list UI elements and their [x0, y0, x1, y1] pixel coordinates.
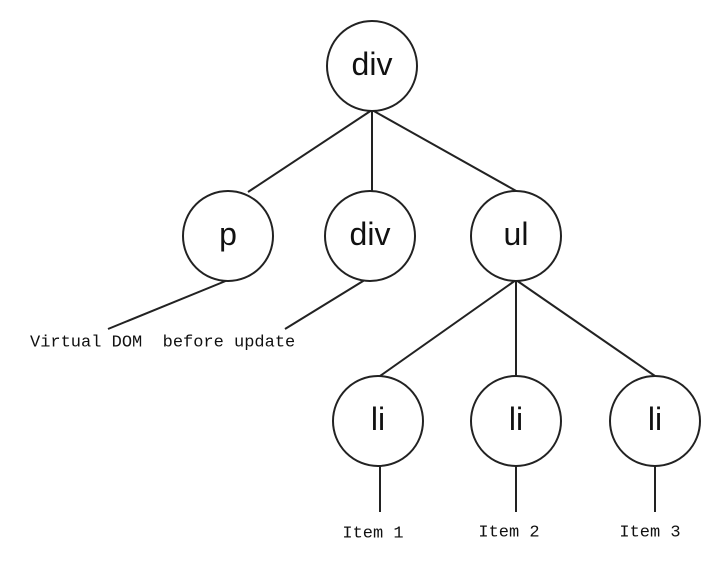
node-li-2: li: [470, 375, 562, 467]
node-ul: ul: [470, 190, 562, 282]
node-p: p: [182, 190, 274, 282]
edge-p-caption: [107, 277, 234, 330]
node-ul-label: ul: [504, 216, 529, 252]
edge-div-caption: [284, 277, 369, 330]
node-root-label: div: [352, 46, 393, 82]
node-div-child: div: [324, 190, 416, 282]
node-li-1: li: [332, 375, 424, 467]
edge-ul-li1: [379, 279, 517, 377]
node-li-2-label: li: [509, 401, 523, 437]
item-3-text: Item 3: [619, 524, 680, 543]
node-li-3-label: li: [648, 401, 662, 437]
edge-ul-li3: [515, 279, 656, 377]
node-div-child-label: div: [350, 216, 391, 252]
node-p-label: p: [219, 216, 237, 252]
item-1-text: Item 1: [342, 525, 403, 544]
edge-root-p: [247, 109, 373, 193]
item-2-text: Item 2: [478, 524, 539, 543]
edge-root-ul: [371, 109, 519, 193]
node-li-1-label: li: [371, 401, 385, 437]
tree-caption: Virtual DOM before update: [30, 334, 295, 353]
node-root-div: div: [326, 20, 418, 112]
node-li-3: li: [609, 375, 701, 467]
